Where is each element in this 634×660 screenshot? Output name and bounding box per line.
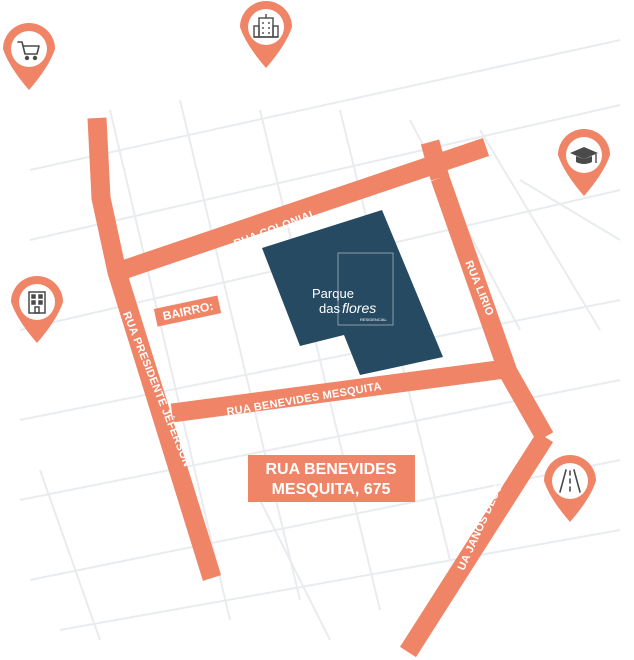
shopping-cart-pin[interactable] xyxy=(3,23,55,90)
bairro-label-box xyxy=(153,295,222,327)
building-pin-top[interactable] xyxy=(240,1,292,68)
street-label-presidente-jeferson: RUA PRESIDENTE JÉFERSON xyxy=(120,310,193,469)
street-lirio-top xyxy=(420,139,450,181)
logo-flores: flores xyxy=(342,300,376,316)
address-line-1: RUA BENEVIDES xyxy=(266,461,397,478)
street-benevides-mesquita xyxy=(170,359,507,423)
logo-frame xyxy=(337,252,394,326)
shopping-cart-icon xyxy=(17,41,40,61)
graduation-cap-icon xyxy=(570,147,598,164)
office-pin[interactable] xyxy=(11,276,63,343)
highway-pin[interactable] xyxy=(544,455,596,522)
education-pin[interactable] xyxy=(558,129,610,196)
address-line-2: MESQUITA, 675 xyxy=(272,481,391,498)
building-icon xyxy=(253,14,279,38)
logo-das: das xyxy=(319,301,340,316)
logo-parque: Parque xyxy=(312,286,354,301)
street-janos-dessewffy xyxy=(399,431,554,658)
streets xyxy=(87,117,554,658)
address-box-bg xyxy=(248,455,415,502)
street-presidente-jeferson xyxy=(87,117,222,581)
highway-icon xyxy=(559,469,581,493)
bairro-label: BAIRRO: xyxy=(153,295,222,327)
street-lirio xyxy=(431,174,554,442)
development-block xyxy=(262,210,443,375)
office-building-icon xyxy=(28,291,46,314)
development-logo: Parque das flores RESIDENCIAL xyxy=(312,252,394,326)
street-colonial xyxy=(113,138,490,281)
address-box: RUA BENEVIDES MESQUITA, 675 xyxy=(248,455,415,502)
logo-residencial: RESIDENCIAL xyxy=(360,317,387,322)
